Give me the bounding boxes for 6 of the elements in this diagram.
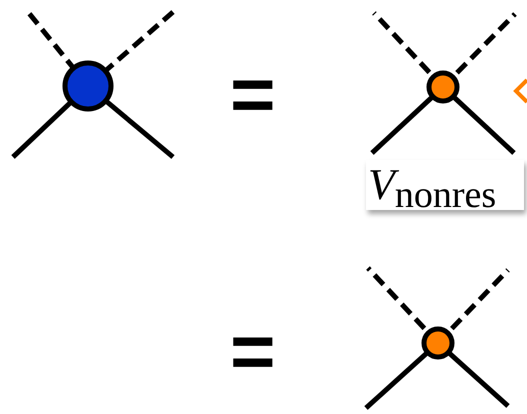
feynman-vertex-drawing	[10, 9, 176, 160]
equals-sign: =	[230, 55, 276, 133]
feynman-vertex-drawing	[363, 265, 511, 411]
vertex-label: V$_{nonres}$	[366, 160, 524, 210]
equals-sign: =	[230, 312, 276, 390]
feynman-vertex-drawing	[369, 10, 518, 156]
